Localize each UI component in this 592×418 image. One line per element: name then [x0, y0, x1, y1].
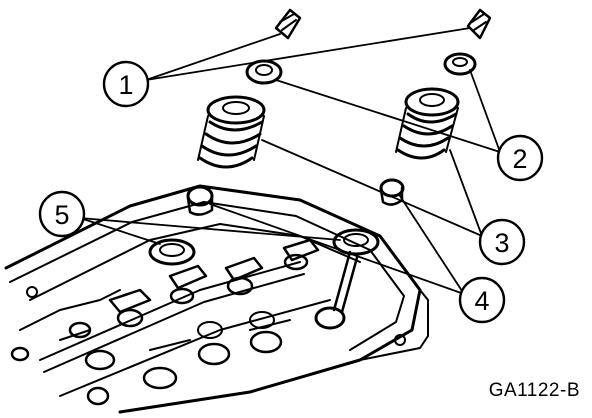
callout-5-label: 5 — [54, 200, 69, 230]
callout-5: 5 — [38, 190, 86, 238]
right-valve-stack — [332, 8, 492, 314]
callout-1-label: 1 — [118, 70, 133, 100]
figure-code: GA1122-B — [488, 380, 580, 401]
callout-4-label: 4 — [474, 286, 489, 316]
lifter-bosses — [10, 253, 346, 406]
callout-2-label: 2 — [512, 144, 527, 174]
callout-4: 4 — [458, 276, 506, 324]
callout-3: 3 — [478, 218, 526, 266]
left-valve-stack — [148, 8, 302, 266]
callout-1: 1 — [102, 60, 150, 108]
callout-2: 2 — [496, 134, 544, 182]
leader-lines — [79, 27, 501, 295]
callout-3-label: 3 — [494, 228, 509, 258]
cylinder-head — [4, 184, 429, 414]
